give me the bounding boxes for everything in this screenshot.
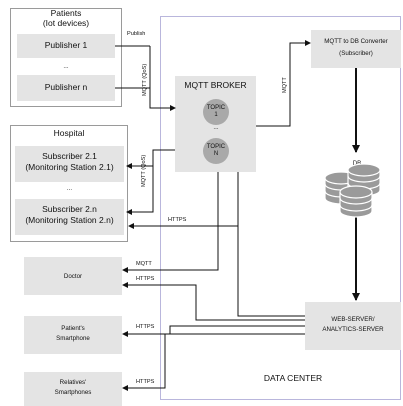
mqtt-qos-publish-label: MQTT (QoS) — [142, 63, 148, 96]
https-hospital-webserver — [237, 226, 305, 317]
doctor-label: Doctor — [63, 273, 83, 280]
converter-label: MQTT to DB Converter — [324, 38, 388, 45]
broker-to-converter-edge — [256, 40, 311, 127]
topic-1-label: TOPIC — [206, 105, 226, 112]
broker-to-doctor-edge — [122, 172, 219, 273]
relatives-label: Relatives' — [59, 379, 87, 386]
subscriber-2-n-station: (Monitoring Station 2.n) — [25, 215, 114, 225]
publisher-ellipsis: ... — [63, 63, 69, 70]
mqtt-doctor-label: MQTT — [136, 261, 152, 267]
topic-1-number: 1 — [214, 112, 218, 118]
analytics-server-label: ANALYTICS-SERVER — [322, 326, 384, 333]
https-relatives-label: HTTPS — [136, 379, 155, 385]
data-center-label: DATA CENTER — [263, 373, 323, 383]
patient-smartphone-label: Patient's — [61, 325, 85, 332]
mqtt-to-db-converter-box — [311, 30, 401, 68]
subscriber-2-n-label: Subscriber 2.n — [42, 204, 97, 214]
mqtt-converter-label: MQTT — [282, 77, 288, 93]
subscriber-2-1-station: (Monitoring Station 2.1) — [25, 162, 114, 172]
publish-trunk — [149, 46, 176, 111]
https-doctor-edge — [122, 282, 305, 321]
publisher-n-box — [17, 75, 115, 101]
web-server-box — [305, 302, 401, 350]
web-server-label: WEB-SERVER/ — [331, 316, 375, 323]
https-doctor-label: HTTPS — [136, 276, 155, 282]
doctor-box — [24, 257, 122, 295]
topic-ellipsis: ... — [213, 124, 219, 131]
subscriber-2-1-label: Subscriber 2.1 — [42, 151, 97, 161]
topic-n-letter: N — [213, 151, 219, 157]
database-icon — [324, 163, 381, 218]
converter-subtitle: (Subscriber) — [339, 50, 373, 57]
mqtt-broker-title: MQTT BROKER — [184, 80, 247, 90]
data-center-frame — [160, 16, 401, 400]
relatives-sublabel: Smartphones — [54, 389, 92, 396]
publisher-1-box — [17, 34, 115, 58]
https-hospital-label: HTTPS — [168, 217, 187, 223]
db-label: DB — [352, 160, 362, 167]
patients-subtitle: (Iot devices) — [42, 18, 90, 28]
publish-edge-label: Publish — [127, 31, 146, 37]
subscriber-2-1-box — [15, 146, 124, 182]
https-relatives-edge — [122, 333, 305, 391]
https-patient-edge — [122, 325, 305, 337]
subscriber-2-n-box — [15, 199, 124, 235]
patient-smartphone-sublabel: Smartphone — [56, 335, 90, 342]
topic-n-label: TOPIC — [206, 144, 226, 151]
patient-smartphone-box — [24, 316, 122, 354]
relatives-smartphones-box — [24, 372, 122, 406]
subscriber-ellipsis: ... — [66, 185, 73, 192]
publisher-1-label: Publisher 1 — [44, 40, 88, 50]
https-patient-label: HTTPS — [136, 324, 155, 330]
broker-to-subscriber-trunk — [152, 149, 175, 166]
hospital-title: Hospital — [53, 128, 85, 138]
subscriber-2-n-edge — [126, 166, 154, 215]
publisher-n-label: Publisher n — [44, 82, 88, 92]
mqtt-qos-subscribe-label: MQTT (QoS) — [141, 154, 147, 187]
patients-title: Patients — [50, 8, 82, 18]
